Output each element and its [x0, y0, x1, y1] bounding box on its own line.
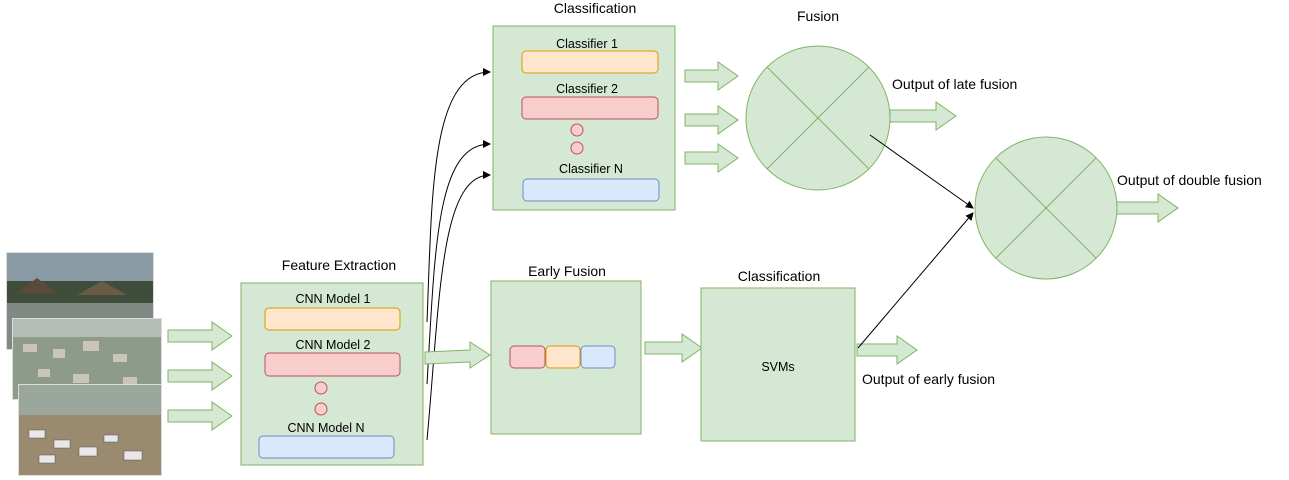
classifier-1-bar — [521, 50, 659, 74]
classifier-n-label: Classifier N — [559, 162, 623, 176]
fusion-title: Fusion — [797, 8, 839, 24]
classification-bottom-box — [700, 287, 856, 442]
ellipsis-dot — [570, 123, 584, 137]
svm-label: SVMs — [761, 360, 794, 374]
early-fusion-output-arrow — [856, 335, 918, 365]
output-double-fusion-label: Output of double fusion — [1117, 172, 1262, 188]
output-late-fusion-label: Output of late fusion — [892, 76, 1017, 92]
classification-top-title: Classification — [554, 0, 636, 16]
feature-extraction-title: Feature Extraction — [282, 257, 396, 273]
ellipsis-dot — [314, 381, 328, 395]
ellipsis-dot — [570, 141, 584, 155]
cnn-model-n-bar — [258, 435, 395, 459]
cnn-model-1-bar — [264, 307, 401, 331]
early-fusion-to-svm-arrow — [644, 333, 703, 363]
classifier-2-label: Classifier 2 — [556, 82, 618, 96]
cnn-model-2-bar — [264, 352, 401, 377]
cnn-model-1-label: CNN Model 1 — [295, 292, 370, 306]
classifier-1-label: Classifier 1 — [556, 37, 618, 51]
ellipsis-dot — [314, 402, 328, 416]
double-fusion-output-arrow — [1116, 193, 1179, 223]
feature-to-early-fusion-arrow — [424, 341, 491, 369]
classifier-n-bar — [522, 178, 660, 202]
cnn-model-n-label: CNN Model N — [287, 421, 364, 435]
double-fusion-circle — [974, 136, 1118, 280]
classifier-2-bar — [521, 96, 659, 120]
fusion-circle — [745, 45, 891, 191]
input-arrows — [167, 321, 233, 431]
output-early-fusion-label: Output of early fusion — [862, 371, 995, 387]
cnn-model-2-label: CNN Model 2 — [295, 338, 370, 352]
late-fusion-output-arrow — [889, 101, 957, 131]
classification-bottom-title: Classification — [738, 268, 820, 284]
early-fusion-orange-block — [545, 345, 581, 369]
early-fusion-title: Early Fusion — [528, 263, 606, 279]
classification-to-fusion-arrows — [684, 61, 739, 173]
to-double-fusion-connectors — [857, 134, 974, 349]
early-fusion-blue-block — [580, 345, 616, 369]
flood-photo-3 — [18, 384, 162, 476]
feature-to-classifier-connectors — [426, 68, 491, 441]
early-fusion-red-block — [509, 345, 546, 369]
